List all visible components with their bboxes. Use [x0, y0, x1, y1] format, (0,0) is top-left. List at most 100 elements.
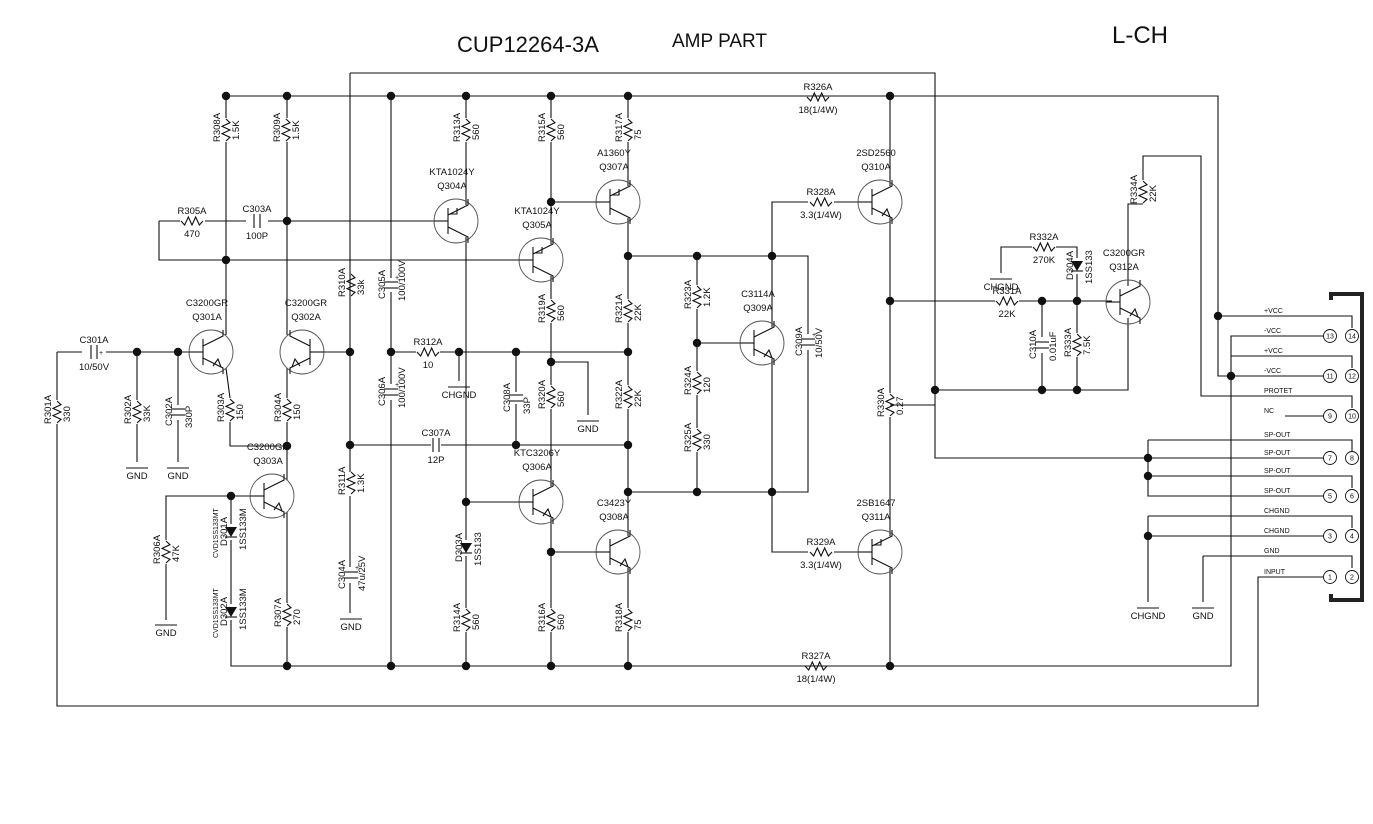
connector-pin-row: +VCC: [1264, 348, 1353, 368]
pin-number: 7: [1328, 456, 1332, 463]
resistor-value: 1.2K: [702, 287, 713, 307]
pin-circle: [1345, 451, 1359, 465]
diode-ref: D301A: [219, 516, 230, 546]
channel-title: L-CH: [1112, 22, 1169, 49]
pin-circle: [1345, 409, 1359, 423]
polarity-mark: +: [99, 350, 103, 357]
junction-dot: [885, 296, 895, 306]
connector-pin-label: SP-OUT: [1264, 450, 1291, 457]
diode-triangle: [225, 607, 237, 617]
capacitor-value: 10/50V: [79, 362, 110, 373]
emitter-arrow-icon: [881, 207, 891, 218]
wire: [935, 318, 1129, 391]
pin-lead: [1331, 515, 1353, 528]
resistor-ref: R328A: [806, 187, 836, 198]
connector-pin-row: SP-OUT: [1264, 432, 1353, 452]
diode-part: 1SS133: [1084, 250, 1095, 284]
resistor-symbol: [180, 215, 204, 227]
resistor-symbol: [622, 299, 634, 323]
diode-ref: D303A: [454, 532, 465, 562]
resistor-value: 18(1/4W): [796, 674, 835, 685]
junction-dot: [692, 338, 702, 348]
resistor-ref: R334A: [1129, 174, 1140, 204]
pin-circle: [1323, 329, 1337, 343]
resistor-symbol: [545, 118, 557, 142]
ground-symbol: CHGND: [442, 386, 477, 401]
diode-part: 1SS133M: [238, 588, 249, 630]
pin-number: 12: [1348, 374, 1356, 381]
junction-dot: [546, 91, 556, 101]
resistor-ref: R321A: [614, 293, 625, 323]
pin-circle: [1323, 369, 1337, 383]
pin-number: 3: [1328, 534, 1332, 541]
pin-number: 8: [1350, 456, 1354, 463]
emitter-arrow-icon: [535, 247, 543, 254]
emitter-arrow-icon: [874, 539, 882, 546]
junction-dot: [282, 441, 292, 451]
pin-lead: [1331, 355, 1353, 368]
resistor-symbol: [345, 273, 357, 297]
wire: [1000, 246, 1032, 273]
capacitor-value: 100/100V: [397, 367, 408, 408]
connector-housing: [1329, 292, 1364, 602]
resistor-ref: R332A: [1029, 232, 1059, 243]
resistor-value: 560: [471, 124, 482, 140]
junction-dot: [386, 347, 396, 357]
junction-dot: [1072, 385, 1082, 395]
junction-dot: [1037, 296, 1047, 306]
junction-dot: [546, 197, 556, 207]
resistor-value: 560: [556, 305, 567, 321]
resistor-symbol: [884, 393, 896, 417]
transistor-ref: Q308A: [599, 512, 629, 523]
junction-dot: [454, 347, 464, 357]
resistor-value: 270: [292, 609, 303, 625]
transistor-emitter: [753, 348, 775, 365]
capacitor-value: 0.01uF: [1048, 331, 1059, 361]
emitter-arrow-icon: [291, 357, 301, 368]
junction-dot: [282, 91, 292, 101]
pin-lead: [1331, 439, 1353, 452]
connector-pin-label: SP-OUT: [1264, 468, 1291, 475]
transistor-emitter: [532, 265, 554, 282]
resistor-value: 22K: [633, 389, 644, 407]
ground-label: GND: [577, 424, 598, 435]
junction-dot: [546, 547, 556, 557]
resistor-symbol: [460, 608, 472, 632]
connector-pin-row: CHGND: [1264, 508, 1353, 528]
transistor-emitter: [1119, 307, 1141, 324]
transistor-part: 2SB1647: [856, 498, 895, 509]
connector-pin-row: SP-OUT 7 8: [1264, 450, 1359, 465]
transistor-collector: [532, 238, 554, 255]
wire: [1142, 155, 1331, 397]
connector-pin-label: +VCC: [1264, 348, 1283, 355]
transistor-collector: [753, 321, 775, 338]
capacitor-ref: C301A: [79, 335, 109, 346]
resistor-ref: R330A: [876, 387, 887, 417]
transistor-ref: Q309A: [743, 303, 773, 314]
emitter-arrow-icon: [612, 189, 620, 196]
transistor-part: C3200GR: [1103, 248, 1145, 259]
transistor-ref: Q311A: [862, 512, 892, 523]
resistor-ref: R302A: [123, 394, 134, 424]
resistor-value: 150: [292, 404, 303, 420]
resistor-symbol: [1032, 241, 1056, 253]
